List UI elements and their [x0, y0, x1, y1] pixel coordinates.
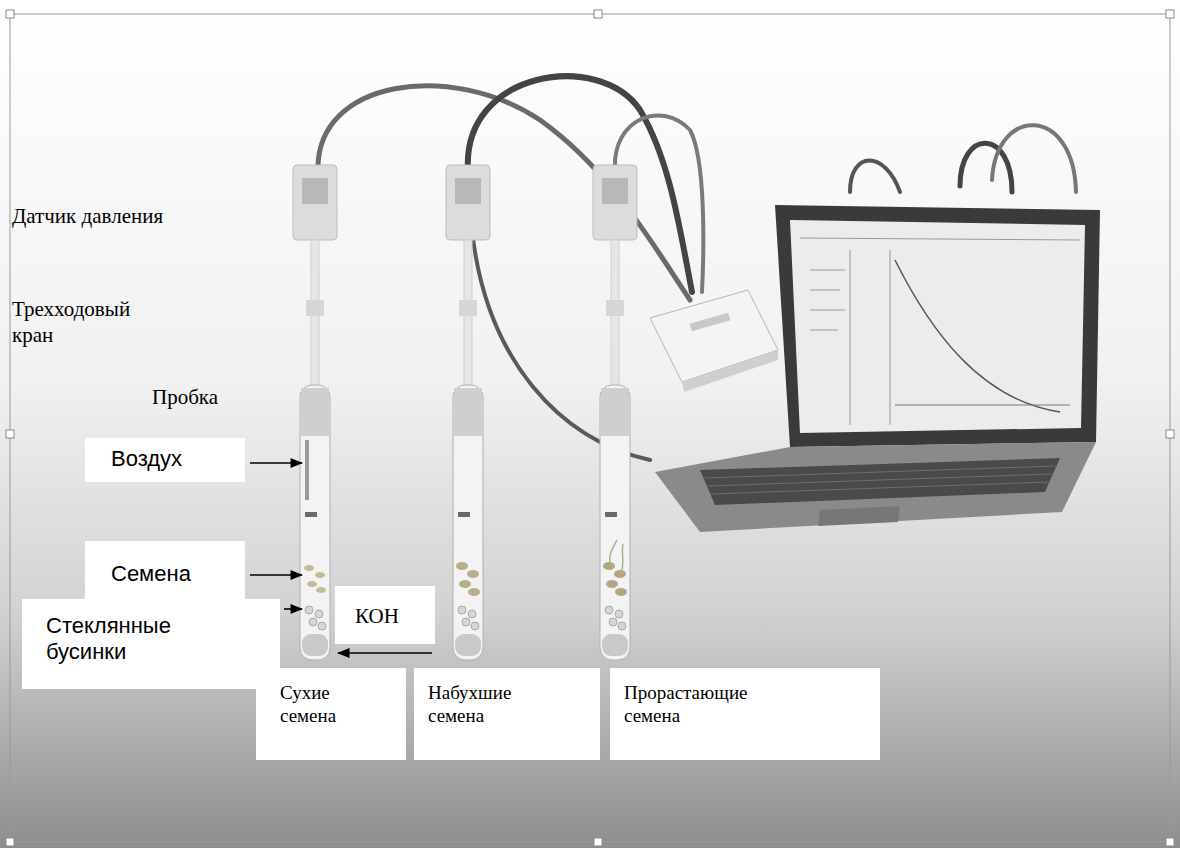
part-label: Трехходовый кран — [12, 296, 152, 349]
part-callout: Воздух — [85, 438, 245, 482]
sample-label: Сухие семена — [256, 668, 406, 760]
data-logger — [650, 290, 778, 392]
part-callout: Стеклянные бусинки — [22, 599, 280, 689]
part-label: Датчик давления — [12, 203, 163, 229]
callout-text: Набухшие семена — [428, 682, 538, 728]
callout-text: КОН — [355, 604, 399, 629]
image-frame — [10, 14, 1170, 842]
part-callout: Семена — [85, 541, 245, 599]
sample-label: Набухшие семена — [414, 668, 600, 760]
callout-text: Прорастающие семена — [624, 682, 774, 728]
sample-label: Прорастающие семена — [610, 668, 880, 760]
callout-text: Воздух — [111, 446, 182, 472]
frame-handles — [6, 10, 1174, 846]
callout-text: Семена — [111, 561, 191, 587]
laptop — [655, 205, 1100, 532]
tube-set — [293, 165, 637, 660]
part-callout: КОН — [335, 586, 435, 644]
callout-text: Стеклянные бусинки — [46, 613, 216, 666]
callout-text: Сухие семена — [280, 682, 360, 728]
part-label: Пробка — [152, 384, 218, 410]
